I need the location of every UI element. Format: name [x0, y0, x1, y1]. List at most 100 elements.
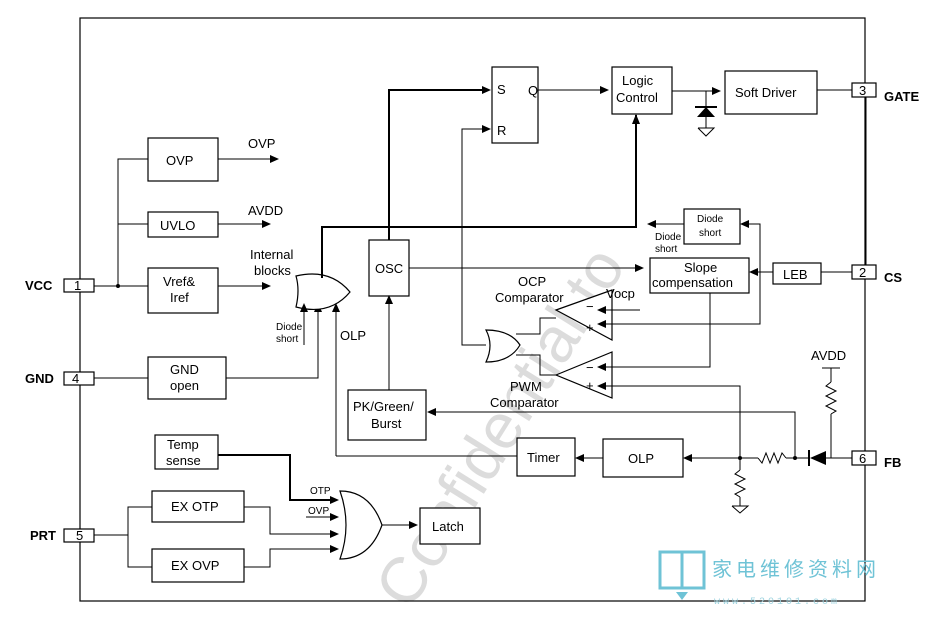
olp-block-label: OLP — [628, 451, 654, 466]
pwm-plus-arrow-icon — [597, 382, 606, 390]
pin-cs-num: 2 — [859, 265, 866, 280]
timer-label: Timer — [527, 450, 560, 465]
slope-line1: Slope — [684, 260, 717, 275]
sr-r-label: R — [497, 123, 506, 138]
ic-boundary — [79, 17, 866, 602]
slope-line2: compensation — [652, 275, 733, 290]
pin-vcc-num: 1 — [74, 278, 81, 293]
uvlo-block — [147, 211, 219, 238]
diode-short-block-line1: Diode — [697, 214, 724, 225]
temp-line1: Temp — [167, 437, 199, 452]
temp-to-or-wire — [218, 454, 336, 501]
pwm-minus-arrow-icon — [597, 363, 606, 371]
olp-in-arrow-icon — [332, 303, 340, 312]
pin-cs-label: CS — [884, 270, 902, 285]
diode-short-block-line2: short — [699, 228, 721, 239]
soft-driver-label: Soft Driver — [735, 85, 797, 100]
avdd-out-label: AVDD — [248, 203, 283, 218]
pin-vcc-label: VCC — [25, 278, 53, 293]
driver-in-arrow-icon — [712, 87, 721, 95]
diode-short-in-line1: Diode — [276, 322, 303, 333]
timer-block — [516, 437, 576, 477]
slope-to-pwm-wire — [600, 293, 711, 368]
pulldown-resistor-icon — [733, 469, 747, 498]
vref-line2: Iref — [170, 290, 189, 305]
uvlo-out-arrow-icon — [262, 220, 271, 228]
ocp-plus: + — [586, 320, 594, 335]
prt-to-exovp-wire — [127, 535, 152, 568]
ovp-block — [147, 137, 219, 182]
diode-short-out-arrow-icon — [647, 220, 656, 228]
ex-otp-block — [151, 490, 245, 523]
exovp-arrow-icon — [330, 545, 339, 553]
diode-short-out-line2: short — [655, 244, 677, 255]
pullup-resistor-icon — [824, 381, 838, 415]
pin-fb-label: FB — [884, 455, 901, 470]
pin-cs-box — [851, 264, 877, 280]
vref-block — [147, 267, 219, 314]
latch-label: Latch — [432, 519, 464, 534]
pin-gnd-label: GND — [25, 371, 54, 386]
slope-compensation-block — [649, 257, 750, 294]
site-url-text: www.520101.com — [714, 597, 840, 608]
diode-short-in-line2: short — [276, 334, 298, 345]
osc-in-arrow-icon — [385, 295, 393, 304]
pin-prt-num: 5 — [76, 528, 83, 543]
pwm-minus: − — [586, 360, 594, 375]
series-resistor-icon — [757, 451, 787, 465]
ocp-comparator — [554, 289, 613, 342]
logic-line1: Logic — [622, 73, 654, 88]
zener-diode-icon — [697, 107, 715, 117]
ovp-out-arrow-icon — [270, 155, 279, 163]
pk-in-arrow-icon — [427, 408, 436, 416]
pin-gate-label: GATE — [884, 89, 919, 104]
pin-gate-box — [851, 82, 877, 98]
fb-ground-icon — [731, 505, 750, 514]
ovp-in-label: OVP — [308, 506, 329, 517]
gnd-open-block — [147, 356, 227, 400]
pin-gnd-num: 4 — [72, 371, 79, 386]
vcc-to-ovp-wire — [117, 158, 148, 286]
temp-line2: sense — [166, 453, 201, 468]
pin-fb-num: 6 — [859, 451, 866, 466]
ex-ovp-block — [151, 548, 245, 583]
uvlo-block-label: UVLO — [160, 218, 195, 233]
vref-line1: Vref& — [163, 274, 195, 289]
gnd-open-to-or-wire — [226, 307, 319, 379]
pwm-line1: PWM — [510, 379, 542, 394]
reset-or-gate — [485, 329, 521, 363]
or-to-r-wire — [461, 128, 488, 346]
temp-sense-block — [154, 434, 219, 470]
slope-in2-arrow-icon — [749, 268, 758, 276]
s-in-arrow-icon — [482, 86, 491, 94]
pwm-plus: + — [586, 378, 594, 393]
or-to-logic-wire — [321, 115, 637, 278]
latch-in-arrow-icon — [409, 521, 418, 529]
logic-in-arrow-icon — [632, 114, 640, 124]
leb-block — [772, 262, 822, 285]
soft-driver-block — [724, 70, 818, 115]
logic-q-arrow-icon — [600, 86, 609, 94]
slope-in-arrow-icon — [635, 264, 644, 272]
pwm-to-or-wire — [516, 354, 556, 376]
pk-green-burst-block — [347, 389, 427, 441]
ex-ovp-label: EX OVP — [171, 558, 219, 573]
site-logo-icon — [658, 550, 706, 600]
leb-label: LEB — [783, 267, 808, 282]
logic-line2: Control — [616, 90, 658, 105]
pk-line2: Burst — [371, 416, 402, 431]
olp-label: OLP — [340, 328, 366, 343]
osc-label: OSC — [375, 261, 403, 276]
fb-diode-icon — [810, 451, 826, 465]
driver-ground-icon — [697, 127, 716, 137]
olpblock-in-arrow-icon — [683, 454, 692, 462]
fb-node-junction-2 — [793, 456, 797, 460]
pwm-comparator — [554, 351, 613, 399]
pk-line1: PK/Green/ — [353, 399, 414, 414]
ovp-block-label: OVP — [166, 153, 193, 168]
otp-in-label: OTP — [310, 486, 331, 497]
internal-line2: blocks — [254, 263, 291, 278]
pin-prt-label: PRT — [30, 528, 56, 543]
r-in-arrow-icon — [482, 125, 491, 133]
olp-block — [602, 438, 684, 478]
